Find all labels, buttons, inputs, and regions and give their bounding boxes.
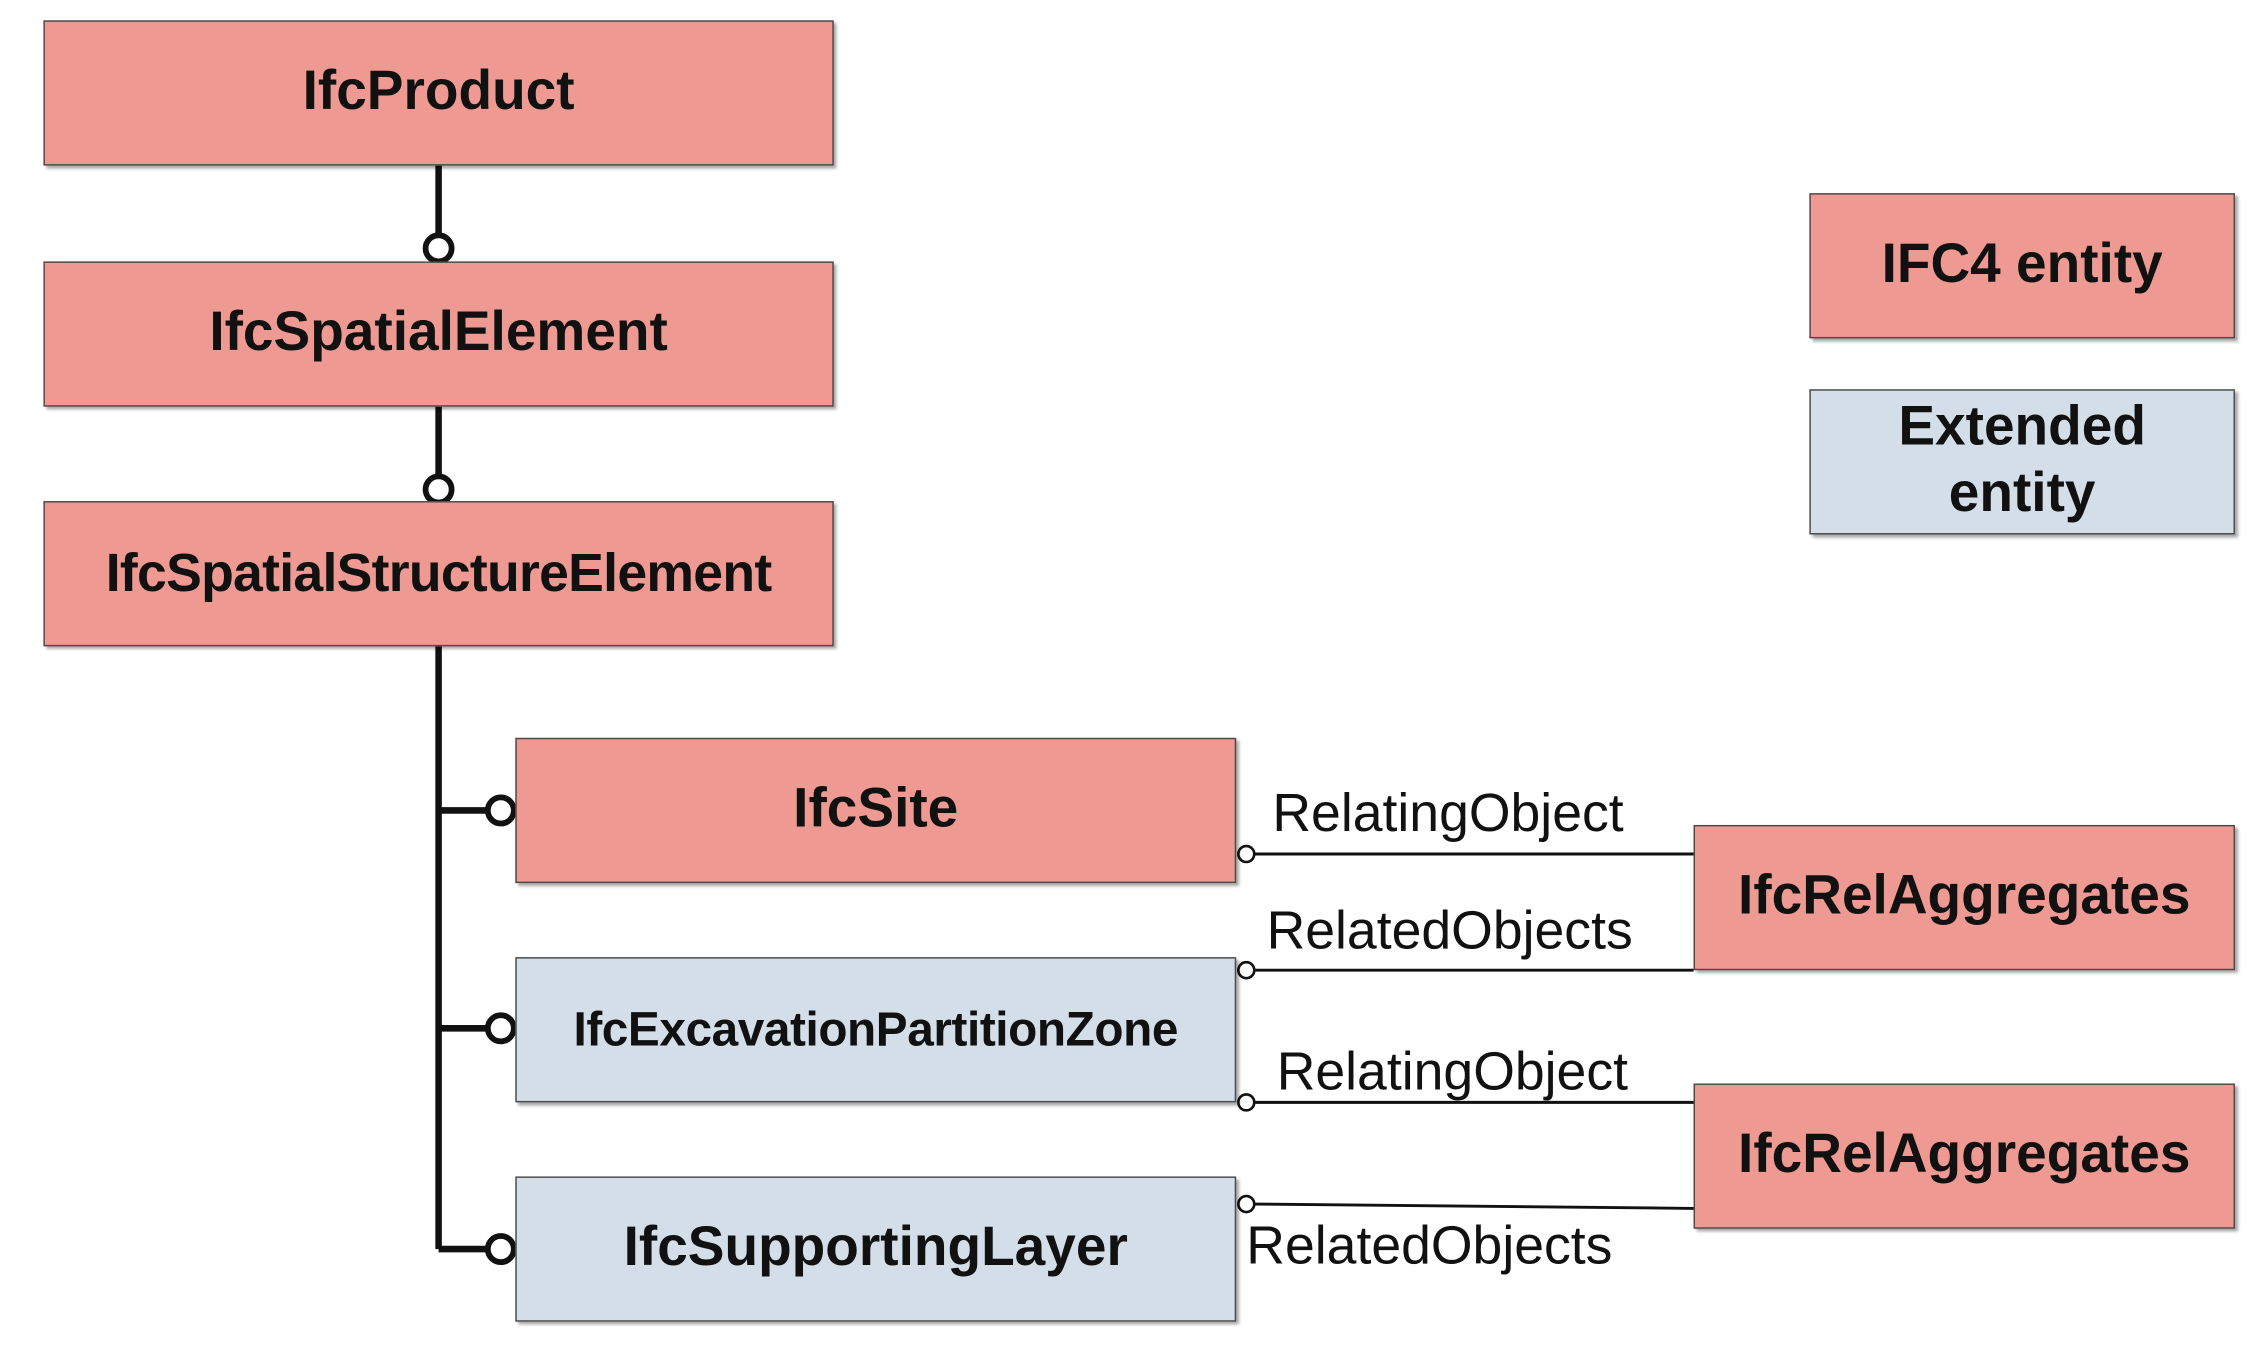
relating-object-1-endpoint-icon — [1237, 844, 1256, 864]
ifc-rel-aggregates-1-box: IfcRelAggregates — [1693, 824, 2235, 971]
relating-object-2-endpoint-icon — [1237, 1093, 1256, 1112]
legend-extended-entity-label: Extended entity — [1898, 397, 2146, 525]
ifc-supporting-layer-box: IfcSupportingLayer — [515, 1176, 1237, 1322]
site-endpoint-icon — [484, 794, 517, 827]
related-objects-1-label: RelatedObjects — [1266, 900, 1633, 961]
ifc-site-box: IfcSite — [515, 737, 1237, 884]
ifc-excavation-partition-zone-label: IfcExcavationPartitionZone — [573, 1002, 1178, 1057]
relating-object-1-label: RelatingObject — [1272, 782, 1624, 843]
legend-ifc4-entity-box: IFC4 entity — [1809, 193, 2235, 339]
ifc-product-label: IfcProduct — [302, 61, 575, 123]
legend-extended-entity-box: Extended entity — [1809, 389, 2235, 535]
related-objects-2-endpoint-icon — [1237, 1194, 1256, 1214]
ifc-site-label: IfcSite — [793, 778, 959, 840]
related-objects-2-line — [1254, 1202, 1694, 1210]
related-objects-1-endpoint-icon — [1237, 960, 1256, 980]
legend-ifc4-entity-label: IFC4 entity — [1881, 234, 2163, 296]
ifc-rel-aggregates-2-box: IfcRelAggregates — [1693, 1083, 2235, 1229]
ifc-rel-aggregates-2-label: IfcRelAggregates — [1738, 1124, 2191, 1186]
ifc-excavation-partition-zone-box: IfcExcavationPartitionZone — [515, 957, 1237, 1103]
spatial-element-endpoint-icon — [422, 232, 455, 265]
ifc-spatial-element-box: IfcSpatialElement — [43, 261, 834, 407]
relating-object-2-label: RelatingObject — [1276, 1041, 1628, 1101]
related-objects-2-label: RelatedObjects — [1246, 1215, 1613, 1276]
ifc-spatial-structure-element-box: IfcSpatialStructureElement — [43, 501, 834, 647]
ifc-product-box: IfcProduct — [43, 20, 834, 166]
ifc-spatial-element-label: IfcSpatialElement — [209, 302, 668, 364]
ifc-rel-aggregates-1-label: IfcRelAggregates — [1738, 865, 2191, 927]
layer-endpoint-icon — [484, 1233, 517, 1266]
ifc-supporting-layer-label: IfcSupportingLayer — [623, 1217, 1128, 1279]
ifc-spatial-structure-element-label: IfcSpatialStructureElement — [105, 542, 772, 603]
structure-endpoint-icon — [422, 473, 455, 506]
zone-endpoint-icon — [484, 1012, 517, 1045]
